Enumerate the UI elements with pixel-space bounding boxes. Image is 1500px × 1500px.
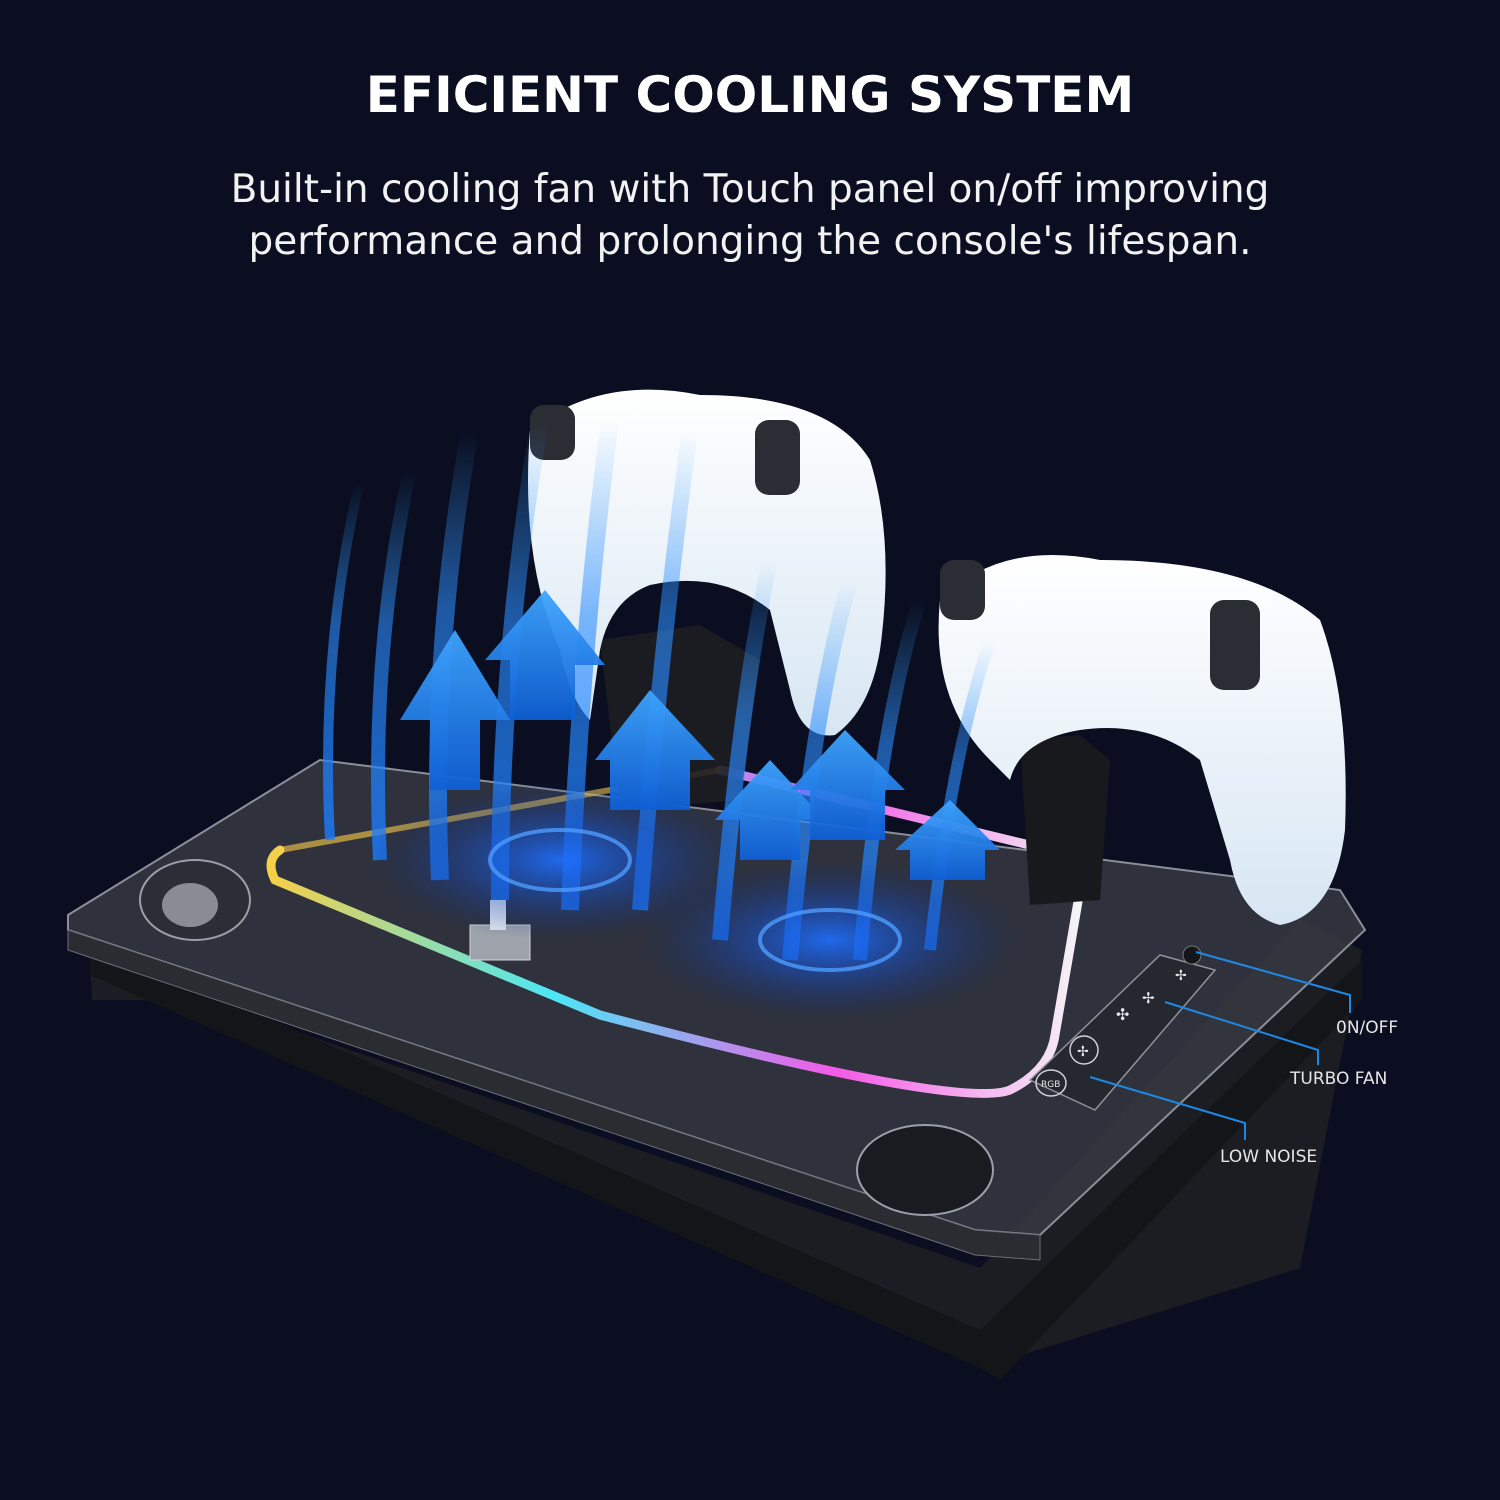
callout-on-off: 0N/OFF <box>1336 1018 1399 1038</box>
callout-line-low-noise <box>1089 1076 1246 1140</box>
fan-icon-small: ✢ <box>1175 968 1187 984</box>
fan-glow-right <box>640 860 1020 1020</box>
fan-glow-left <box>370 780 750 940</box>
page-title: EFICIENT COOLING SYSTEM <box>365 66 1135 124</box>
callout-line-turbo-fan <box>1164 1001 1319 1065</box>
callout-line-on-off <box>1195 951 1351 1013</box>
controller-left <box>528 389 886 736</box>
page-subtitle: Built-in cooling fan with Touch panel on… <box>0 164 1500 268</box>
callout-turbo-fan: TURBO FAN <box>1290 1069 1388 1089</box>
fan-icon-medium: ✢ <box>1142 989 1155 1007</box>
rgb-button-label: RGB <box>1041 1080 1060 1090</box>
fan-icon: ✢ <box>1077 1044 1089 1060</box>
base-plate <box>90 920 1362 1380</box>
airflow-arrows <box>400 590 1000 880</box>
callout-low-noise: LOW NOISE <box>1220 1147 1318 1167</box>
controller-right <box>938 555 1346 925</box>
fan-icon-large: ✣ <box>1116 1005 1129 1024</box>
touch-panel: ✢ ✢ ✣ ✢ RGB <box>1028 945 1217 1111</box>
subtitle-line-2: performance and prolonging the console's… <box>248 219 1252 264</box>
subtitle-line-1: Built-in cooling fan with Touch panel on… <box>230 167 1270 212</box>
callout-lines <box>1089 951 1351 1140</box>
power-button <box>1182 945 1202 965</box>
